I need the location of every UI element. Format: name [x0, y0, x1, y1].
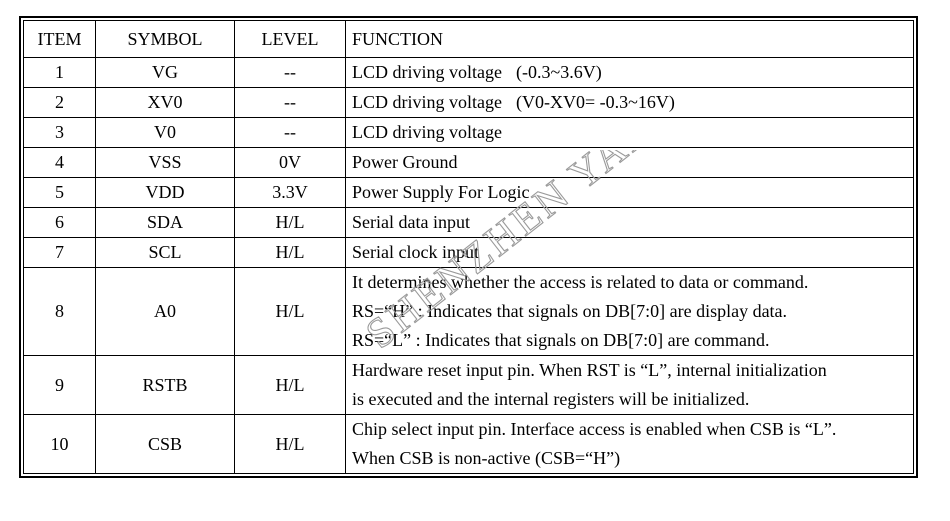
function-line: It determines whether the access is rela… [352, 272, 809, 292]
function-text: LCD driving voltage [352, 92, 502, 112]
function-line: Serial clock input [352, 242, 479, 262]
cell-function: Hardware reset input pin. When RST is “L… [345, 355, 914, 415]
header-item: ITEM [23, 20, 96, 58]
cell-function: Power Supply For Logic [345, 177, 914, 208]
cell-level: -- [234, 117, 346, 148]
cell-symbol: V0 [95, 117, 235, 148]
function-line: Serial data input [352, 212, 470, 232]
cell-level: H/L [234, 414, 346, 474]
cell-item: 3 [23, 117, 96, 148]
cell-level: H/L [234, 237, 346, 268]
cell-symbol: SDA [95, 207, 235, 238]
header-row: ITEM SYMBOL LEVEL FUNCTION [23, 20, 914, 58]
cell-function: Serial clock input [345, 237, 914, 268]
cell-item: 9 [23, 355, 96, 415]
cell-function: Power Ground [345, 147, 914, 178]
header-function: FUNCTION [345, 20, 914, 58]
header-level: LEVEL [234, 20, 346, 58]
function-line: Hardware reset input pin. When RST is “L… [352, 360, 827, 380]
cell-item: 4 [23, 147, 96, 178]
cell-function: Chip select input pin. Interface access … [345, 414, 914, 474]
cell-symbol: RSTB [95, 355, 235, 415]
cell-level: 3.3V [234, 177, 346, 208]
cell-item: 5 [23, 177, 96, 208]
function-line: LCD driving voltage (V0-XV0= -0.3~16V) [352, 89, 907, 117]
function-line: Power Ground [352, 152, 458, 172]
cell-function: LCD driving voltage [345, 117, 914, 148]
cell-symbol: VDD [95, 177, 235, 208]
header-symbol: SYMBOL [95, 20, 235, 58]
cell-item: 6 [23, 207, 96, 238]
function-line: When CSB is non-active (CSB=“H”) [352, 448, 621, 468]
cell-function: LCD driving voltage (V0-XV0= -0.3~16V) [345, 87, 914, 118]
cell-function: LCD driving voltage (-0.3~3.6V) [345, 57, 914, 88]
cell-symbol: SCL [95, 237, 235, 268]
cell-function: Serial data input [345, 207, 914, 238]
function-line: Power Supply For Logic [352, 182, 530, 202]
cell-level: H/L [234, 355, 346, 415]
cell-symbol: VSS [95, 147, 235, 178]
cell-function: It determines whether the access is rela… [345, 267, 914, 356]
cell-item: 1 [23, 57, 96, 88]
function-text: LCD driving voltage [352, 62, 502, 82]
cell-item: 8 [23, 267, 96, 356]
function-line: RS=“L” : Indicates that signals on DB[7:… [352, 330, 770, 350]
cell-symbol: A0 [95, 267, 235, 356]
function-note: (V0-XV0= -0.3~16V) [515, 92, 675, 112]
cell-level: -- [234, 87, 346, 118]
cell-level: H/L [234, 207, 346, 238]
function-line: is executed and the internal registers w… [352, 389, 750, 409]
table-header: ITEM SYMBOL LEVEL FUNCTION [23, 20, 914, 58]
cell-symbol: CSB [95, 414, 235, 474]
cell-item: 7 [23, 237, 96, 268]
function-line: LCD driving voltage (-0.3~3.6V) [352, 59, 907, 87]
cell-symbol: VG [95, 57, 235, 88]
function-note: (-0.3~3.6V) [515, 62, 602, 82]
cell-level: 0V [234, 147, 346, 178]
cell-item: 2 [23, 87, 96, 118]
function-line: Chip select input pin. Interface access … [352, 419, 837, 439]
cell-symbol: XV0 [95, 87, 235, 118]
cell-level: -- [234, 57, 346, 88]
function-line: RS=“H” : Indicates that signals on DB[7:… [352, 301, 788, 321]
function-line: LCD driving voltage [352, 122, 502, 142]
cell-level: H/L [234, 267, 346, 356]
cell-item: 10 [23, 414, 96, 474]
